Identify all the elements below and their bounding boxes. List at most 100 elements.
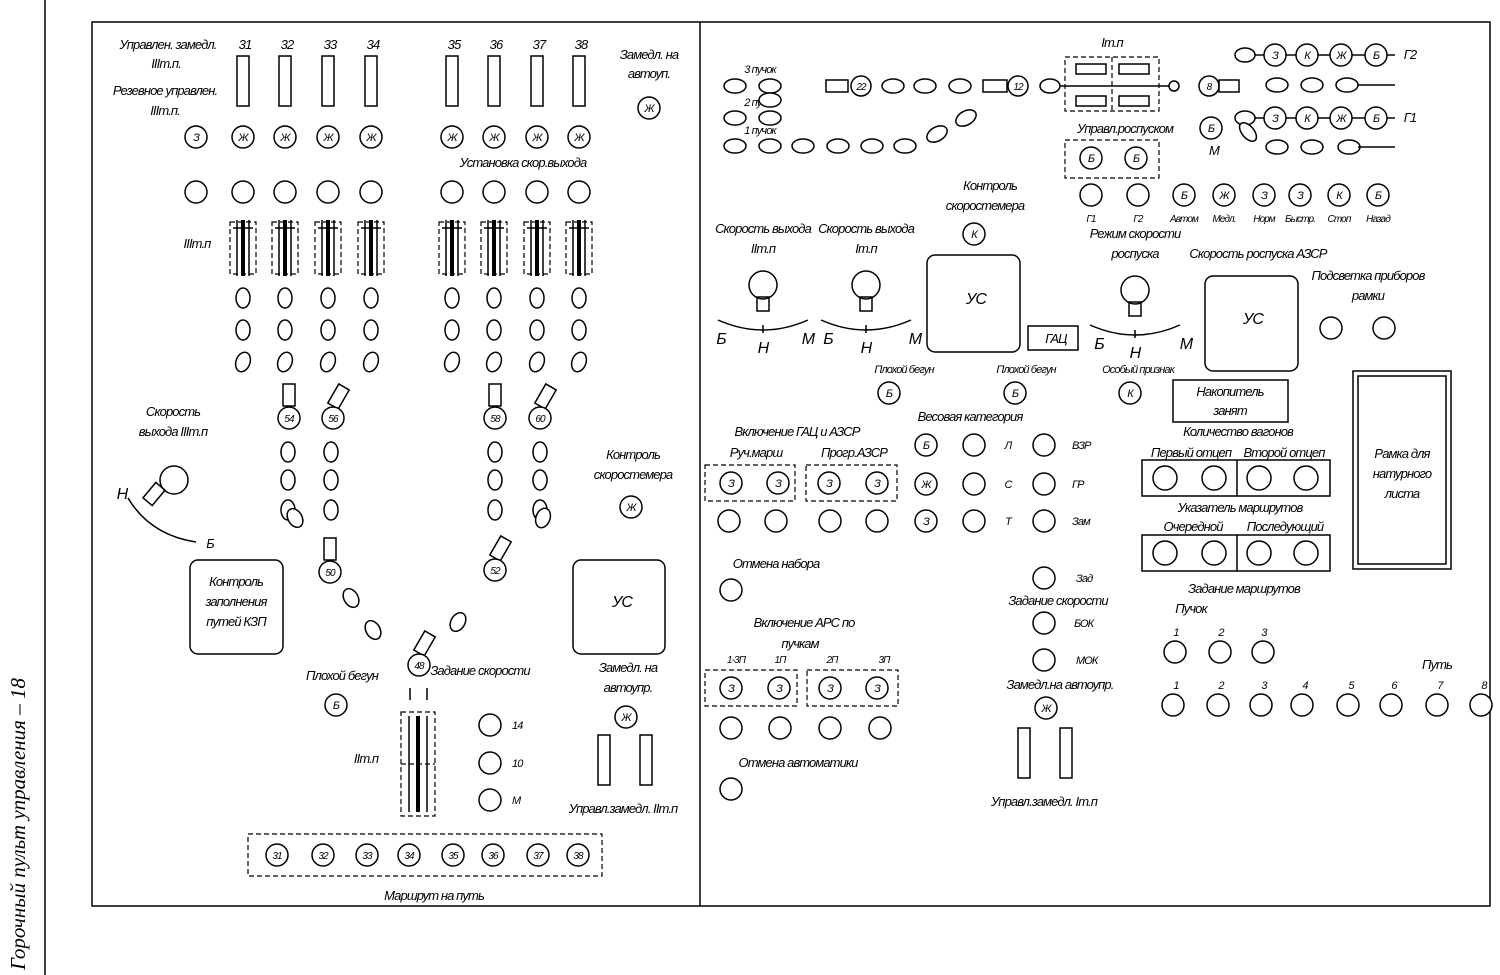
track-section (534, 507, 552, 529)
bad-runner-label: Плохой бегун (874, 364, 934, 376)
dissolve-button (1288, 183, 1312, 207)
retarder-lamp-label: Ж (279, 132, 291, 144)
us-label-2: УС (1242, 311, 1264, 328)
switch-key (323, 537, 337, 561)
dissolve-button-label: Ж (1218, 190, 1230, 202)
track-button (1206, 693, 1230, 717)
bunch-button (1163, 640, 1187, 664)
signal-lamp (1329, 106, 1353, 130)
ctrl-header: Управлен. замедл. (118, 37, 216, 52)
ars-button (768, 716, 792, 740)
retarder-key (321, 55, 335, 107)
switch-22-label: 22 (855, 82, 867, 93)
retarder-lamp (359, 125, 383, 149)
ars-lamp-label: З (776, 683, 783, 695)
speed-out3-label: Скорость (146, 404, 201, 419)
dissolve-button (1172, 183, 1196, 207)
route-button (265, 843, 289, 867)
retarder-key (445, 55, 459, 107)
retarder-lamp-label: Ж (488, 132, 500, 144)
frame-label: Рамка для (1374, 446, 1430, 461)
speedometer-label: Контроль (606, 447, 661, 462)
bok-button (1032, 611, 1056, 635)
track-section (486, 319, 502, 341)
route-set-label: Задание маршрутов (1188, 581, 1301, 596)
track-section (570, 351, 588, 373)
switch: 54 (277, 383, 301, 430)
backup-header-2: IIIт.п. (150, 103, 180, 118)
manual-block (704, 464, 796, 502)
gac-box (1027, 325, 1079, 351)
zamedl-auto-lamp-label: Ж (1040, 703, 1052, 715)
knob (748, 270, 778, 300)
track-section (926, 125, 948, 143)
retarder-lamp (440, 125, 464, 149)
wagon-indicator (1201, 465, 1227, 491)
ars-lamp (865, 676, 889, 700)
knob-handle (141, 481, 167, 507)
us-label: УС (611, 594, 633, 611)
bunch-button (1208, 640, 1232, 664)
track-section (791, 138, 815, 154)
weight-button (1032, 472, 1056, 496)
retarder-lamp-label: Ж (237, 132, 249, 144)
knob-m: М (909, 331, 923, 348)
route-button-label: 38 (573, 851, 584, 862)
dissolve-button-label: Быстр. (1285, 214, 1315, 225)
track-section (532, 441, 548, 463)
switch: 58 (483, 383, 507, 430)
cancel-auto-button (719, 777, 743, 801)
track-section (1265, 77, 1289, 93)
weight-lamp-label: Б (923, 440, 930, 452)
retarder-shoe (326, 220, 330, 276)
knob-n: Н (117, 486, 129, 503)
track-section (955, 109, 977, 127)
track-section (723, 78, 747, 94)
dissolve-block (1064, 139, 1160, 179)
sheet-frame-inner (1357, 375, 1447, 565)
track-section (320, 287, 336, 309)
weight-item: Зам (1072, 516, 1091, 528)
zamedl-auto-label: Замедл.на автоупр. (1007, 677, 1114, 692)
gac-button (717, 509, 741, 533)
retarder-shoe (369, 220, 373, 276)
track-section (323, 441, 339, 463)
stage2-label: IIт.п (354, 751, 379, 766)
stage1-block (1064, 56, 1160, 112)
speed-value: М (512, 795, 522, 807)
dissolve-button-label: Норм (1253, 214, 1276, 225)
wagon-indicator (1246, 465, 1272, 491)
speedometer-label: Контроль (963, 178, 1018, 193)
dissolve-button (1079, 183, 1103, 207)
speed-out3-label-2: выхода IIIт.п (139, 424, 208, 439)
switch-lamp (318, 560, 342, 584)
track-section (826, 138, 850, 154)
gac-lamp-label: З (874, 478, 881, 490)
signal-lamp-label: К (1304, 113, 1311, 125)
switch-8-label: 8 (1207, 82, 1213, 93)
speed-set-button (482, 180, 506, 204)
speed-set-button (316, 180, 340, 204)
retarder1-shoe (1075, 95, 1107, 107)
switch-lamp (277, 406, 301, 430)
route-indicator (1201, 540, 1227, 566)
frame-label-3: листа (1384, 486, 1420, 501)
signal-lamp (1295, 43, 1319, 67)
route-ind-label: Указатель маршрутов (1177, 500, 1304, 515)
stage3-label: IIIт.п (184, 236, 212, 251)
track-num: 5 (1348, 680, 1355, 692)
retarder-lamp (231, 125, 255, 149)
gac-lamp-label: З (728, 478, 735, 490)
bad-runner-lamp (877, 381, 901, 405)
ars-lamp (818, 676, 842, 700)
gac-button (865, 509, 889, 533)
retarder2-key (597, 734, 611, 786)
bad-runner-lamp (324, 693, 348, 717)
retarder2-shoe (416, 716, 420, 812)
route-button-label: 32 (318, 851, 329, 862)
zamedl-auto-lamp (1034, 696, 1058, 720)
speed-task-button (478, 751, 502, 775)
gac-button (818, 509, 842, 533)
fill-ctrl-3: путей КЗП (206, 614, 267, 629)
switch: 56 (321, 382, 351, 430)
